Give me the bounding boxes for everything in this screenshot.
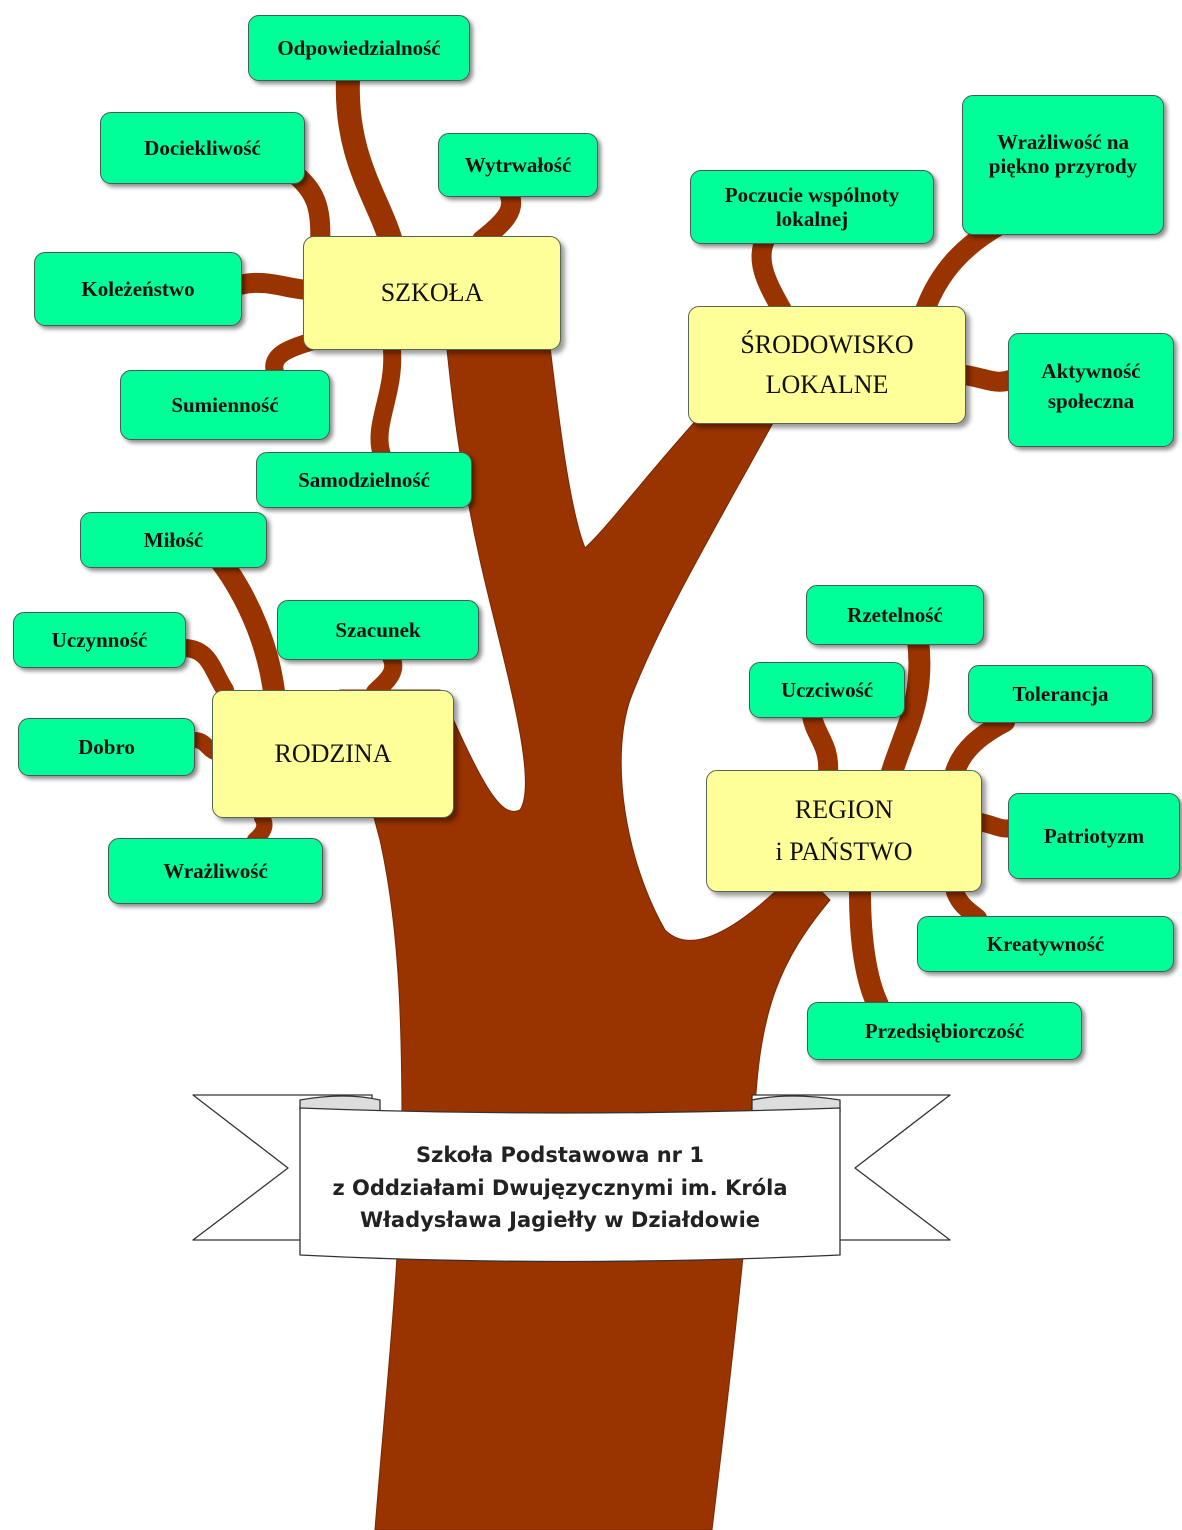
node-region-line-1: REGION xyxy=(794,795,894,825)
value-kreatywnosc: Kreatywność xyxy=(917,916,1174,972)
value-milosc-label: Miłość xyxy=(143,527,204,552)
value-aktywnosc-line-1: Aktywność xyxy=(1041,359,1141,383)
value-przedsiebiorczosc: Przedsiębiorczość xyxy=(807,1002,1082,1060)
value-poczucie-line-1: Poczucie wspólnoty xyxy=(724,182,900,207)
node-srodowisko-line-1: ŚRODOWISKO xyxy=(740,329,914,359)
value-dociekliwosc: Dociekliwość xyxy=(100,112,305,184)
branch-connectors xyxy=(177,68,1021,1016)
value-tolerancja: Tolerancja xyxy=(968,665,1153,723)
branch-kolezenstwo xyxy=(230,272,320,300)
value-patriotyzm-label: Patriotyzm xyxy=(1043,823,1145,848)
branch-wrazliwosc xyxy=(247,810,273,848)
school-name-line-2: z Oddziałami Dwujęzycznymi im. Króla xyxy=(332,1175,788,1200)
value-milosc: Miłość xyxy=(80,512,267,568)
value-kreatywnosc-label: Kreatywność xyxy=(986,931,1105,956)
value-uczynnosc: Uczynność xyxy=(13,612,186,668)
branch-odpowiedzialnosc xyxy=(335,68,404,257)
value-odpowiedzialnosc: Odpowiedzialność xyxy=(248,15,470,81)
branch-uczynnosc xyxy=(177,639,234,699)
node-srodowisko-lokalne: ŚRODOWISKO LOKALNE xyxy=(688,306,966,424)
value-dobro: Dobro xyxy=(18,718,195,776)
value-wrazliwosc-label: Wrażliwość xyxy=(163,858,268,883)
value-samodzielnosc: Samodzielność xyxy=(256,452,472,508)
branch-wrazliwosc-piekno xyxy=(915,215,1010,320)
ribbon-right-fold xyxy=(751,1095,841,1113)
branch-tolerancja xyxy=(945,712,1015,782)
branch-samodzielnosc xyxy=(370,341,402,464)
branch-sumiennosc xyxy=(265,333,319,381)
value-samodzielnosc-label: Samodzielność xyxy=(298,467,430,492)
value-szacunek: Szacunek xyxy=(277,600,479,660)
value-wrazliwosc-piekno-line-1: Wrażliwość na xyxy=(996,130,1130,154)
branch-kreatywnosc xyxy=(946,883,987,927)
school-name-line-1: Szkoła Podstawowa nr 1 xyxy=(416,1143,704,1168)
node-szkola-label: SZKOŁA xyxy=(380,278,484,308)
value-aktywnosc-line-2: społeczna xyxy=(1047,389,1135,414)
node-srodowisko-line-2: LOKALNE xyxy=(765,370,889,399)
value-dociekliwosc-label: Dociekliwość xyxy=(144,135,261,160)
value-wytrwalosc: Wytrwałość xyxy=(438,133,598,197)
node-rodzina: RODZINA xyxy=(212,690,454,818)
value-rzetelnosc: Rzetelność xyxy=(806,585,984,645)
value-kolezenstwo-label: Koleżeństwo xyxy=(81,276,195,301)
value-patriotyzm: Patriotyzm xyxy=(1008,793,1180,879)
value-odpowiedzialnosc-label: Odpowiedzialność xyxy=(277,35,441,60)
value-szacunek-label: Szacunek xyxy=(335,617,421,642)
branch-szacunek xyxy=(366,646,403,701)
node-region-line-2: i PAŃSTWO xyxy=(775,837,913,866)
value-uczciwosc-label: Uczciwość xyxy=(780,677,874,702)
value-poczucie-line-2: lokalnej xyxy=(775,207,849,231)
value-wrazliwosc-piekno-line-2: piękno przyrody xyxy=(988,154,1138,179)
value-dobro-label: Dobro xyxy=(78,734,135,759)
value-kolezenstwo: Koleżeństwo xyxy=(34,252,242,326)
school-name-banner: Szkoła Podstawowa nr 1 z Oddziałami Dwuj… xyxy=(300,1118,820,1258)
ribbon-left-fold xyxy=(299,1095,381,1113)
school-name-line-3: Władysława Jagiełły w Działdowie xyxy=(359,1208,761,1233)
value-tolerancja-label: Tolerancja xyxy=(1012,681,1109,706)
value-sumiennosc-label: Sumienność xyxy=(171,392,279,417)
value-uczynnosc-label: Uczynność xyxy=(51,627,148,652)
value-wytrwalosc-label: Wytrwałość xyxy=(464,152,572,177)
value-przedsiebiorczosc-label: Przedsiębiorczość xyxy=(864,1018,1025,1043)
branch-milosc xyxy=(209,549,286,711)
tree-trunk xyxy=(339,329,831,1530)
ribbon-banner xyxy=(192,1094,951,1263)
value-sumiennosc: Sumienność xyxy=(120,370,330,440)
node-region-i-panstwo: REGION i PAŃSTWO xyxy=(706,770,982,892)
branch-aktywnosc xyxy=(955,365,1020,392)
value-uczciwosc: Uczciwość xyxy=(749,662,905,718)
branch-przedsiebiorczosc xyxy=(849,881,889,1016)
value-aktywnosc-spoleczna: Aktywność społeczna xyxy=(1008,333,1174,447)
node-rodzina-label: RODZINA xyxy=(274,739,392,769)
value-rzetelnosc-label: Rzetelność xyxy=(847,602,943,627)
value-wrazliwosc: Wrażliwość xyxy=(108,838,323,904)
node-szkola: SZKOŁA xyxy=(303,236,561,350)
branch-rzetelnosc xyxy=(881,629,931,783)
branch-wytrwalosc xyxy=(472,186,522,250)
value-poczucie-wspolnoty: Poczucie wspólnoty lokalnej xyxy=(690,170,934,244)
branch-uczciwosc xyxy=(802,706,839,782)
ribbon-body xyxy=(299,1107,841,1263)
value-wrazliwosc-piekno: Wrażliwość na piękno przyrody xyxy=(962,95,1164,235)
branch-poczucie xyxy=(751,230,792,320)
